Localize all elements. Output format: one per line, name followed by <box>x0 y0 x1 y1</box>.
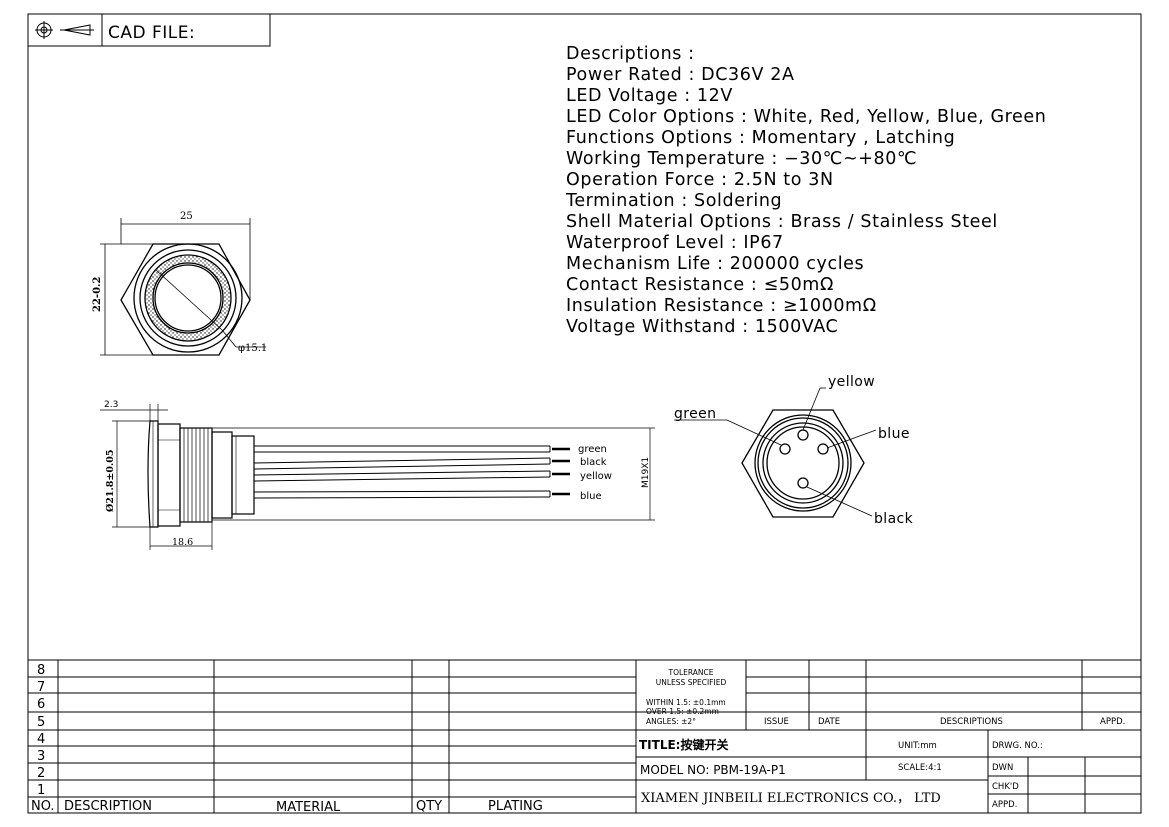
company-name: XIAMEN JINBEILI ELECTRONICS CO.， LTD <box>641 791 941 806</box>
spec-contact-resistance: Contact Resistance : ≤50mΩ <box>566 275 834 295</box>
col-material: MATERIAL <box>276 800 341 815</box>
sheet-border <box>27 13 1142 814</box>
spec-working-temperature: Working Temperature : −30℃~+80℃ <box>566 149 918 169</box>
button-cap <box>154 264 222 332</box>
col-qty: QTY <box>416 799 442 814</box>
wire-label-blue: blue <box>580 491 602 502</box>
tolerance-block: TOLERANCE UNLESS SPECIFIED WITHIN 1.5: ±… <box>646 668 1125 727</box>
drawing-title: TITLE:按键开关 <box>639 737 728 752</box>
col-description: DESCRIPTION <box>64 799 152 814</box>
projection-symbol-icon <box>35 21 94 39</box>
rev-row-8: 8 <box>37 663 45 678</box>
front-dim-height: 22-0.2 <box>92 276 103 312</box>
pin-green <box>779 443 791 455</box>
spec-mechanism-life: Mechanism Life : 200000 cycles <box>566 254 865 274</box>
revision-table: 8 7 6 5 4 3 2 1 NO. DESCRIPTION MATERIAL… <box>31 663 543 815</box>
pin-view <box>674 387 877 518</box>
bezel-outer <box>133 243 243 353</box>
pin-label-blue: blue <box>878 426 910 442</box>
spec-shell-material: Shell Material Options : Brass / Stainle… <box>566 212 998 232</box>
spec-termination: Termination : Soldering <box>566 191 783 211</box>
front-dim-width: 25 <box>180 211 193 222</box>
tolerance-title-1: TOLERANCE <box>667 668 713 677</box>
issue-label: ISSUE <box>764 717 789 727</box>
scale-label: SCALE:4:1 <box>898 763 942 773</box>
drawing-info: TITLE:按键开关 UNIT:mm DRWG. NO.: MODEL NO: … <box>639 737 1043 810</box>
rev-row-5: 5 <box>37 715 45 730</box>
spec-voltage-withstand: Voltage Withstand : 1500VAC <box>566 317 839 337</box>
spec-operation-force: Operation Force : 2.5N to 3N <box>566 170 834 190</box>
appd-label: APPD. <box>1100 717 1125 727</box>
rev-row-1: 1 <box>37 783 45 798</box>
dwn-label: DWN <box>992 763 1013 773</box>
spec-led-voltage: LED Voltage : 12V <box>566 86 733 106</box>
descriptions-label: DESCRIPTIONS <box>940 717 1003 727</box>
drwg-no-label: DRWG. NO.: <box>992 741 1043 751</box>
front-view <box>100 218 266 356</box>
side-view <box>100 404 655 550</box>
descriptions-panel: Descriptions : Power Rated : DC36V 2A LE… <box>566 44 1046 338</box>
chkd-label: CHK'D <box>992 782 1019 792</box>
pin-blue <box>817 443 829 455</box>
side-dim-thread: M19X1 <box>641 457 651 488</box>
spec-functions: Functions Options : Momentary , Latching <box>566 128 956 148</box>
tolerance-over: OVER 1.5: ±0.2mm <box>646 707 719 716</box>
pin-label-black: black <box>874 511 914 527</box>
pin-yellow <box>797 429 809 441</box>
appd2-label: APPD. <box>992 800 1017 810</box>
spec-waterproof: Waterproof Level : IP67 <box>566 233 784 253</box>
date-label: DATE <box>818 717 840 727</box>
rev-row-7: 7 <box>37 680 45 695</box>
rev-row-3: 3 <box>37 749 45 764</box>
title-block <box>28 659 1141 813</box>
model-number: MODEL NO: PBM-19A-P1 <box>640 763 786 777</box>
col-no: NO. <box>31 799 55 814</box>
wire-label-black: black <box>580 457 607 468</box>
spec-led-color: LED Color Options : White, Red, Yellow, … <box>566 107 1047 127</box>
col-plating: PLATING <box>488 799 543 814</box>
descriptions-heading: Descriptions : <box>566 44 695 64</box>
rev-row-2: 2 <box>37 766 45 781</box>
tolerance-angles: ANGLES: ±2° <box>646 717 696 726</box>
front-dim-diameter: φ15.1 <box>238 343 267 354</box>
pin-label-yellow: yellow <box>828 374 875 390</box>
wire-label-yellow: yellow <box>580 471 612 482</box>
unit-label: UNIT:mm <box>898 741 937 751</box>
tolerance-within: WITHIN 1.5: ±0.1mm <box>646 698 726 707</box>
spec-insulation-resistance: Insulation Resistance : ≥1000mΩ <box>566 296 877 316</box>
side-dim-diameter: Ø21.8±0.05 <box>105 449 116 512</box>
hex-nut-outline <box>120 243 251 356</box>
pin-label-green: green <box>674 406 716 422</box>
side-dim-flange: 2.3 <box>104 400 118 410</box>
pin-black <box>797 477 809 489</box>
cad-file-label: CAD FILE: <box>108 23 195 43</box>
tolerance-title-2: UNLESS SPECIFIED <box>656 678 727 687</box>
side-dim-length: 18.6 <box>172 537 193 548</box>
wire-label-green: green <box>578 444 607 455</box>
rev-row-6: 6 <box>37 697 45 712</box>
rev-row-4: 4 <box>37 732 45 747</box>
spec-power-rated: Power Rated : DC36V 2A <box>566 65 795 85</box>
cad-header: CAD FILE: <box>27 13 271 47</box>
